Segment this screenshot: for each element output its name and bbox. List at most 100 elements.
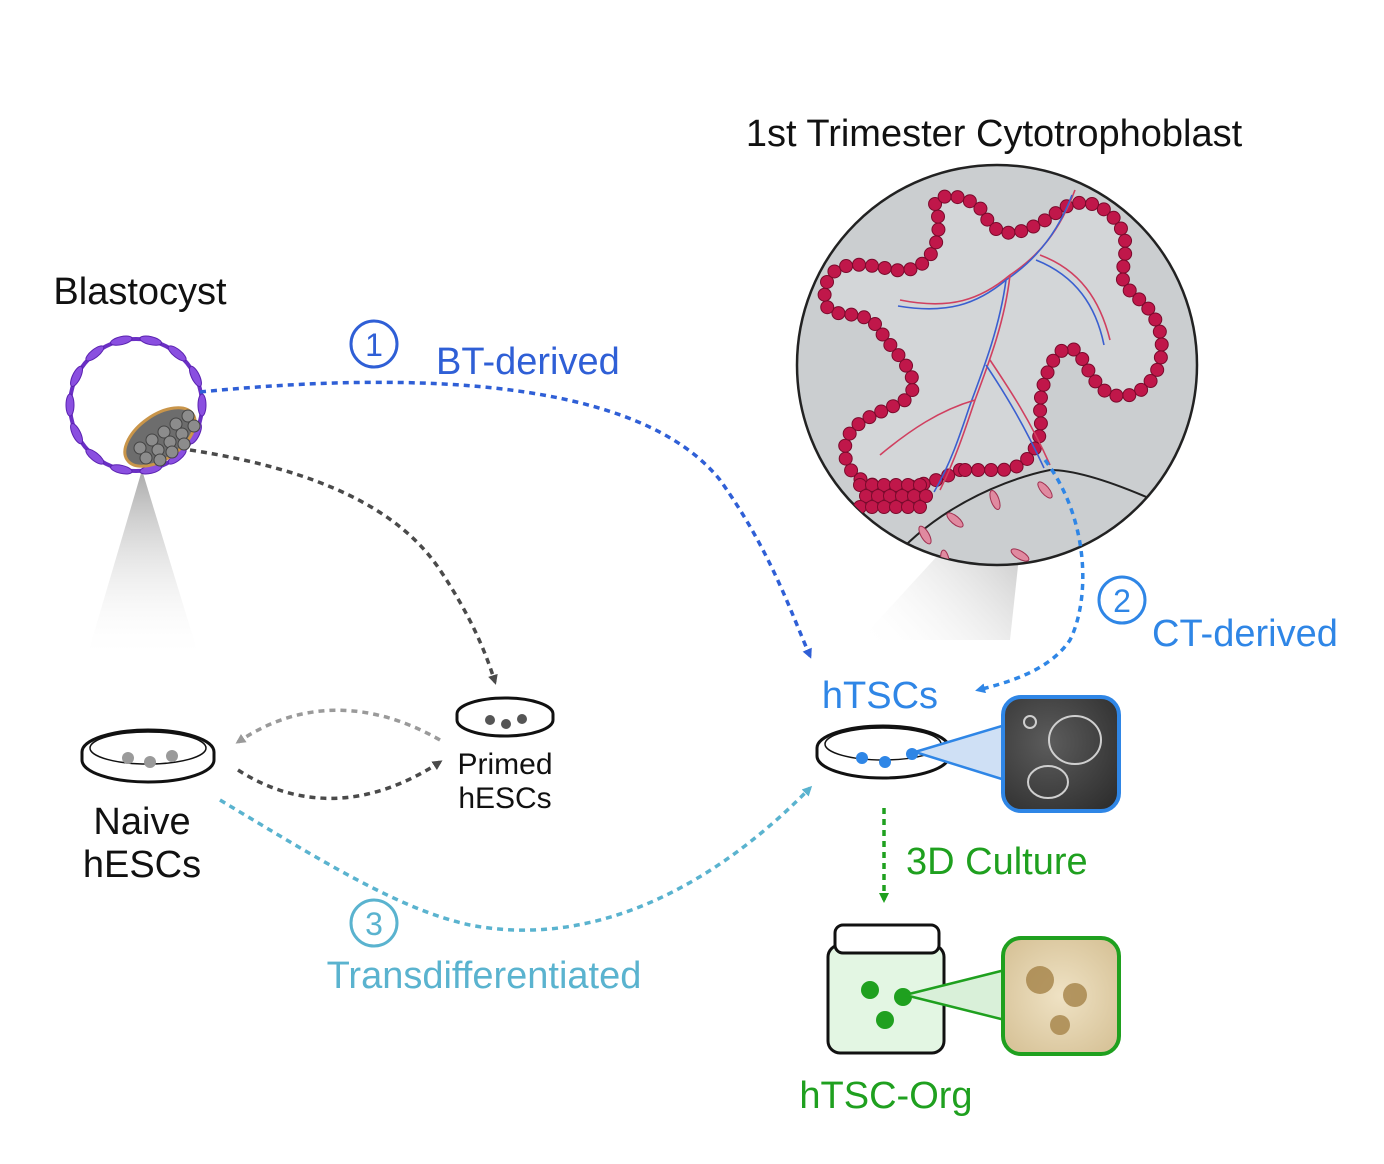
- cytotrophoblast-cell: [831, 306, 846, 321]
- icm-cell: [145, 433, 159, 447]
- cytotrophoblast-cell: [1085, 197, 1100, 212]
- cytotrophoblast-cell: [856, 310, 871, 325]
- cytotrophoblast-cell: [1088, 374, 1103, 389]
- cytotrophoblast-cell: [919, 489, 933, 503]
- htsc-micrograph-inset: [910, 695, 1121, 813]
- cytotrophoblast-cell: [1037, 213, 1052, 228]
- htsc-organoid-jar: [826, 923, 946, 1055]
- cytotrophoblast-cell: [852, 257, 867, 272]
- naive-to-primed-arrow: [237, 760, 443, 800]
- cytotrophoblast-cell: [901, 500, 915, 514]
- cytotrophoblast-cell: [1141, 301, 1156, 316]
- cytotrophoblast-cell: [931, 209, 946, 224]
- cytotrophoblast-cell: [844, 463, 859, 478]
- trimester-title: 1st Trimester Cytotrophoblast: [746, 113, 1243, 155]
- icm-cell: [165, 445, 179, 459]
- cytotrophoblast-cell: [1134, 382, 1149, 397]
- trophectoderm-cell: [110, 464, 133, 475]
- extravillous-cell: [918, 525, 932, 545]
- route-3-arrow: [219, 785, 813, 932]
- cytotrophoblast-cell: [1113, 221, 1128, 236]
- cytotrophoblast-cell: [838, 451, 853, 466]
- cytotrophoblast-cell: [1014, 224, 1029, 239]
- cytotrophoblast-cell: [820, 274, 835, 289]
- icm-cell: [139, 451, 153, 465]
- trophectoderm-cell: [70, 365, 84, 387]
- cytotrophoblast-cell: [984, 463, 999, 477]
- cytotrophoblast-cell: [851, 417, 866, 432]
- cytotrophoblast-cell: [1009, 459, 1024, 474]
- trophectoderm-cell: [167, 345, 187, 362]
- cytotrophoblast-cell: [973, 201, 988, 216]
- extravillous-cell: [989, 490, 1001, 510]
- cytotrophoblast-cell: [1001, 225, 1016, 240]
- blastocyst-magnification-cone: [86, 470, 200, 660]
- cytotrophoblast-cell: [929, 235, 944, 250]
- cytotrophoblast-cell: [1036, 377, 1051, 392]
- organoid-micrograph-inset: [904, 936, 1121, 1056]
- cytotrophoblast-cell: [1096, 202, 1111, 217]
- cytotrophoblast-cell: [950, 190, 965, 205]
- blastocyst-to-primed-arrow: [189, 448, 498, 685]
- cytotrophoblast-cell: [1132, 292, 1147, 307]
- cytotrophoblast-cell: [997, 462, 1012, 477]
- cytotrophoblast-cell: [897, 393, 912, 408]
- trophectoderm-cell: [85, 448, 105, 465]
- cytotrophoblast-cell: [1116, 259, 1131, 274]
- cytotrophoblast-cell: [1153, 350, 1168, 365]
- route-3-number: 3: [365, 906, 383, 942]
- route-2-label: CT-derived: [1152, 613, 1338, 655]
- cytotrophoblast-cell: [923, 247, 938, 262]
- cytotrophoblast-cell: [865, 500, 879, 514]
- cytotrophoblast-cell: [1097, 383, 1112, 398]
- cytotrophoblast-cell: [1072, 195, 1087, 210]
- cytotrophoblast-cell: [889, 500, 903, 514]
- cytotrophoblast-cell: [1148, 312, 1163, 327]
- cytotrophoblast-cell: [862, 410, 877, 425]
- cytotrophoblast-tissue-illustration: [795, 163, 1199, 567]
- icm-cell: [153, 453, 167, 467]
- cytotrophoblast-cell: [1033, 403, 1048, 418]
- cytotrophoblast-cell: [1122, 283, 1137, 298]
- cytotrophoblast-cell: [904, 370, 919, 385]
- trophectoderm-cell: [85, 345, 105, 362]
- cytotrophoblast-cell: [1115, 272, 1130, 287]
- trophectoderm-cell: [139, 335, 162, 346]
- cytotrophoblast-cell: [958, 463, 973, 477]
- cytotrophoblast-cell: [1109, 388, 1124, 403]
- cytotrophoblast-cell: [1081, 363, 1096, 378]
- htsc-org-label: hTSC-Org: [799, 1075, 972, 1117]
- route-2-arrow: [975, 458, 1085, 694]
- trophectoderm-cell: [70, 423, 84, 445]
- htscs-label: hTSCs: [822, 675, 938, 717]
- icm-cell: [157, 425, 171, 439]
- cytotrophoblast-cell: [989, 222, 1004, 237]
- route-1-badge: [349, 319, 399, 369]
- trophectoderm-cell: [65, 393, 75, 417]
- primed-label-line2: hESCs: [458, 782, 551, 815]
- cytotrophoblast-cell: [971, 463, 986, 477]
- icm-cell: [181, 409, 195, 423]
- cytotrophoblast-cell: [915, 256, 930, 271]
- cytotrophoblast-cell: [903, 262, 918, 277]
- icm-cell: [133, 441, 147, 455]
- cytotrophoblast-cell: [886, 399, 901, 414]
- cytotrophoblast-cell: [874, 404, 889, 419]
- cytotrophoblast-cell: [844, 307, 859, 322]
- extravillous-cell: [946, 512, 964, 528]
- cytotrophoblast-cell: [1118, 233, 1133, 248]
- cytotrophoblast-cell: [890, 263, 905, 278]
- trophectoderm-cell: [188, 365, 202, 387]
- cytotrophoblast-cell: [877, 260, 892, 275]
- cytotrophoblast-cell: [905, 383, 920, 398]
- cytotrophoblast-cell: [820, 300, 835, 315]
- cytotrophoblast-cell: [1040, 365, 1055, 380]
- primed-to-naive-arrow: [235, 708, 441, 744]
- naive-label-line1: Naive: [93, 801, 190, 843]
- route-2-number: 2: [1113, 583, 1131, 619]
- route-1-arrow: [199, 380, 812, 659]
- route-1-number: 1: [365, 327, 383, 363]
- trophectoderm-cell: [197, 393, 207, 417]
- fetal-vessels: [879, 189, 1111, 493]
